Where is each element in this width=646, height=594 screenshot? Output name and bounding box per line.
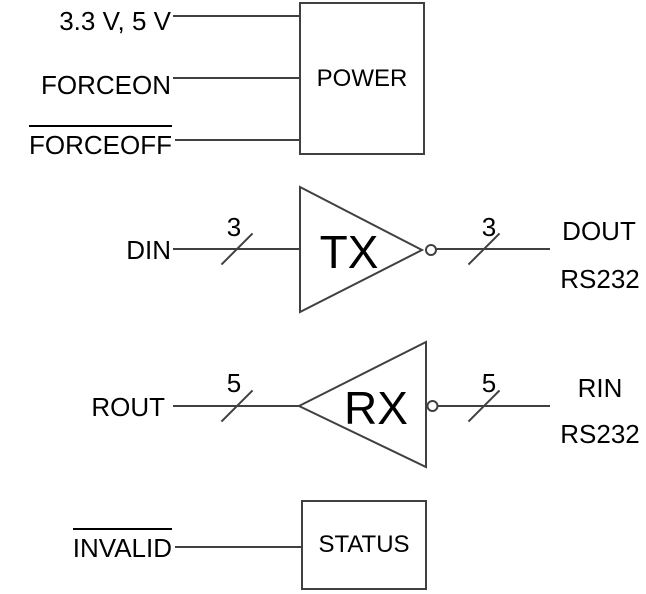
invalid-overline-text: INVALID [72, 528, 172, 561]
tx-output-bus-width: 3 [481, 212, 497, 242]
rx-triangle [296, 340, 427, 469]
rx-right-bus-width: 5 [481, 368, 497, 398]
rx-input-wire [437, 405, 550, 407]
pin-label-rout: ROUT [91, 392, 165, 422]
tx-input-bus-width: 3 [226, 212, 242, 242]
rx-left-bus-width: 5 [226, 368, 242, 398]
rx-label: RX [344, 382, 408, 434]
pin-label-rin-rs232: RS232 [560, 419, 640, 449]
pin-label-dout: DOUT [562, 216, 636, 246]
pin-label-vcc: 3.3 V, 5 V [59, 6, 171, 36]
pin-label-dout-rs232: RS232 [560, 264, 640, 294]
pin-label-din: DIN [126, 235, 171, 265]
tx-buffer-symbol [299, 185, 437, 314]
tx-inverter-bubble-icon [425, 244, 437, 256]
vcc-wire [173, 15, 299, 17]
power-box-label: POWER [316, 64, 408, 92]
power-box: POWER [299, 2, 425, 155]
status-box-label: STATUS [318, 531, 410, 558]
tx-output-wire [436, 248, 550, 250]
pin-label-forceon: FORCEON [41, 70, 171, 100]
pin-label-rin: RIN [577, 373, 623, 403]
forceoff-wire [175, 139, 299, 141]
forceon-wire [173, 77, 299, 79]
tx-triangle [299, 185, 425, 314]
forceoff-overline-text: FORCEOFF [29, 125, 172, 158]
status-box: STATUS [301, 500, 427, 590]
pin-label-invalid: INVALID [72, 528, 172, 561]
rx-inverter-bubble-icon [426, 400, 439, 412]
invalid-wire [175, 546, 301, 548]
tx-label: TX [319, 226, 379, 278]
pin-label-forceoff: FORCEOFF [29, 125, 172, 158]
